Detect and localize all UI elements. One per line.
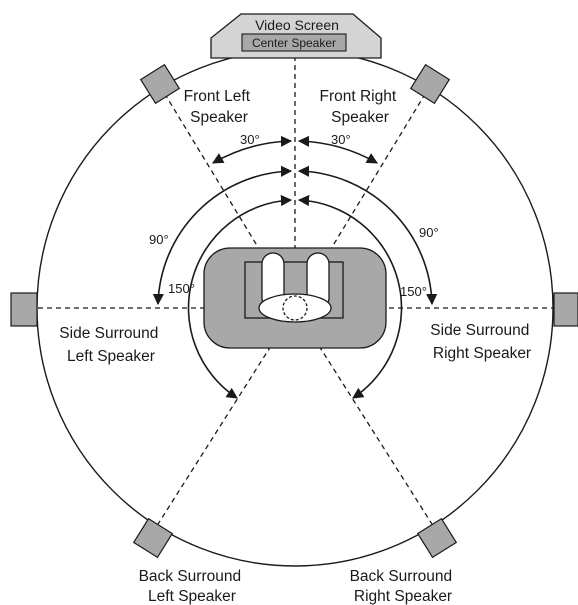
back-right-label: Back Surround Right Speaker [350,568,457,605]
arc-30-right [297,135,378,164]
angle-30-right-label: 30° [331,132,351,147]
front-right-speaker [409,63,451,105]
arc-150-right [297,194,403,399]
angle-90-right-label: 90° [419,225,439,240]
arc-150-left [187,194,293,399]
back-left-speaker [132,517,174,559]
angle-30-left-label: 30° [240,132,260,147]
video-screen-title: Video Screen [255,17,339,33]
listener-head [282,295,308,321]
back-right-speaker [416,517,458,559]
arc-90-right [297,165,438,306]
side-right-label: Side Surround Right Speaker [430,322,533,362]
side-left-speaker [10,292,38,327]
arc-90-left [152,165,293,306]
front-left-label: Front Left Speaker [184,88,255,126]
angle-90-left-label: 90° [149,232,169,247]
front-left-speaker [139,63,181,105]
arc-30-left [212,135,293,164]
front-right-label: Front Right Speaker [320,88,401,126]
side-left-label: Side Surround Left Speaker [59,325,162,365]
video-screen: Video Screen Center Speaker [210,13,382,59]
side-right-speaker [553,292,578,327]
center-speaker [241,33,347,52]
center-speaker-label: Center Speaker [252,36,336,50]
back-left-label: Back Surround Left Speaker [139,568,246,605]
angle-150-right-label: 150° [400,284,427,299]
speaker-boxes [10,63,578,559]
angle-150-left-label: 150° [168,281,195,296]
listening-seat [203,247,387,349]
angle-arcs [152,135,438,399]
